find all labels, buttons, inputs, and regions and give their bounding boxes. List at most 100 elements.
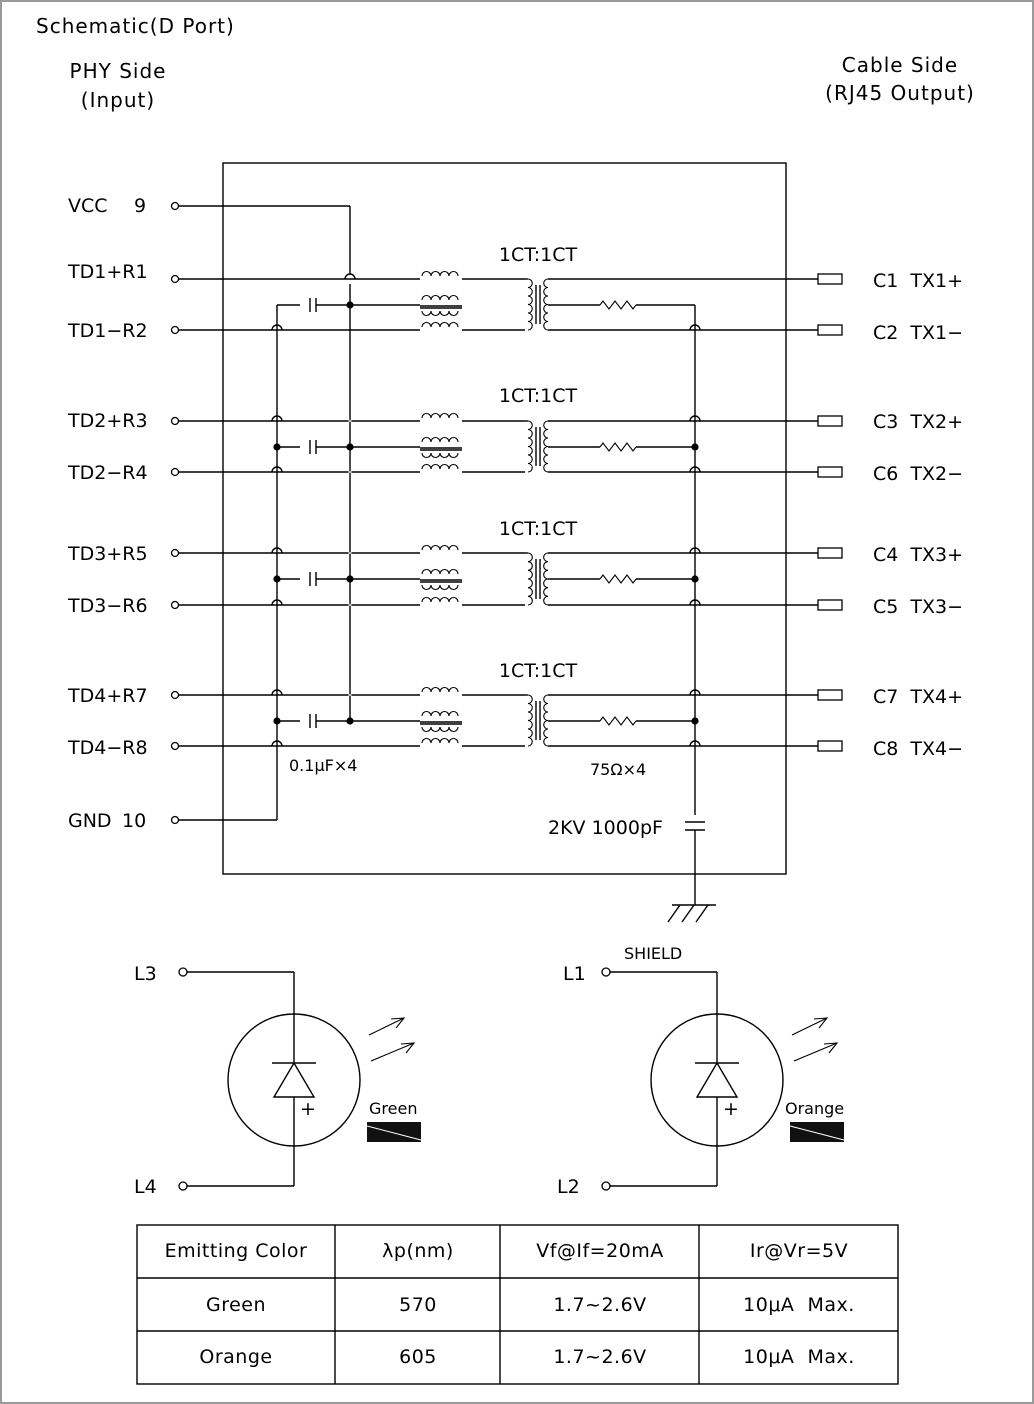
phy-side-label: PHY Side [70,59,167,83]
transformer-icon [527,552,533,606]
table-header-cell: Emitting Color [165,1240,308,1262]
led-color-swatch [790,1122,844,1142]
pin-label-c2: C2 TX1− [873,322,963,344]
phy-side-sublabel: (Input) [81,88,155,112]
pin-label-td4p: TD4+R7 [67,685,148,707]
transformer-ratio-2: 1CT:1CT [499,385,578,407]
pin-label-c4: C4 TX3+ [873,544,963,566]
pin-label-c6: C6 TX2− [873,463,963,485]
light-emission-arrow-head [813,1017,829,1029]
pin-terminal [170,815,180,825]
table-cell: 570 [399,1294,437,1316]
light-emission-arrow-head [390,1017,406,1029]
pin-label-td2p: TD2+R3 [67,410,148,432]
pin-terminal [170,741,180,751]
pin-label-c8: C8 TX4− [873,738,963,760]
wire-gap [348,471,352,473]
pin-label-c1: C1 TX1+ [873,270,963,292]
resistor-value-label: 75Ω×4 [590,760,646,779]
inductor-coil [421,452,459,459]
rj45-terminal [817,599,843,611]
led-pin-terminal [178,1181,188,1191]
led-color-swatch-mark [789,1125,845,1141]
inductor-coil [421,294,459,301]
resistor-icon [599,716,637,726]
led-pin-l2: L2 [557,1176,580,1198]
ground-icon-stroke [695,904,709,923]
cable-side-label: Cable Side [842,53,958,77]
light-emission-arrow-icon [370,1042,415,1062]
rj45-terminal [817,547,843,559]
wire-crossover [689,740,701,747]
transformer-icon [527,278,533,331]
green-led [178,967,422,1191]
rj45-terminal [817,415,843,427]
led-pin-l3: L3 [134,963,157,985]
inductor-coil [421,726,459,733]
wire-crossover [689,689,701,696]
table-cell: Orange [199,1346,272,1368]
led-pin-terminal [178,967,188,977]
ground-icon [667,904,716,923]
transformer-ratio-4: 1CT:1CT [499,660,578,682]
inductor-coil [421,568,459,575]
pin-label-td3p: TD3+R5 [67,543,148,565]
pin-terminal [170,548,180,558]
table-cell: 10μA Max. [743,1346,855,1368]
shield-label: SHIELD [624,944,682,963]
led-color-swatch [367,1122,421,1142]
inductor-coil [421,436,459,443]
transformer-icon [543,278,549,331]
wire-gap [348,604,352,606]
table-cell: Green [206,1294,266,1316]
led-pin-terminal [601,967,611,977]
pin-label-td3n: TD3−R6 [67,595,148,617]
transformer-icon [543,552,549,606]
inductor-coil [421,463,459,470]
resistor-icon [599,300,637,310]
hv-capacitor-label: 2KV 1000pF [548,817,663,839]
table-cell: 605 [399,1346,437,1368]
inductor-coil [421,584,459,591]
rj45-terminal [817,466,843,478]
wire-gap [348,420,352,422]
pin-label-c3: C3 TX2+ [873,411,963,433]
led-pin-terminal [601,1181,611,1191]
transformer-icon [543,694,549,747]
transformer-ratio-3: 1CT:1CT [499,518,578,540]
led-body [227,1013,361,1147]
pin-label-vcc: VCC [68,195,108,217]
wire-gap [348,694,352,696]
pin-label-gnd: GND [68,810,112,832]
pin-label-td4n: TD4−R8 [67,737,148,759]
table-header-cell: Vf@If=20mA [536,1240,664,1262]
led-body [650,1013,784,1147]
pin-label-td1n: TD1−R2 [67,320,148,342]
resistor-icon [599,574,637,584]
wire-crossover [271,740,283,747]
table-cell: 1.7~2.6V [553,1294,646,1316]
table-cell: 1.7~2.6V [553,1346,646,1368]
pin-label-c5: C5 TX3− [873,596,963,618]
orange-led [601,967,845,1191]
wire-crossover [689,599,701,606]
ground-icon-stroke [667,904,681,923]
pin-terminal [170,416,180,426]
wire-crossover [689,547,701,554]
ground-icon-stroke [681,904,695,923]
led-color-label-orange: Orange [785,1099,844,1118]
pin-terminal [170,690,180,700]
inductor-coil [421,412,459,419]
wire-crossover [689,324,701,331]
inductor-coil [421,270,459,277]
wire-crossover [271,324,283,331]
inductor-coil [421,710,459,717]
pin-label-td2n: TD2−R4 [67,462,148,484]
right-pin-labels: C1 TX1+ C2 TX1− C3 TX2+ C6 TX2− C4 TX3+ … [873,270,963,760]
rj45-terminal [817,740,843,752]
wire-crossover [689,466,701,473]
inductor-coil [421,310,459,317]
inductor-coil [421,686,459,693]
led-section [178,967,845,1191]
